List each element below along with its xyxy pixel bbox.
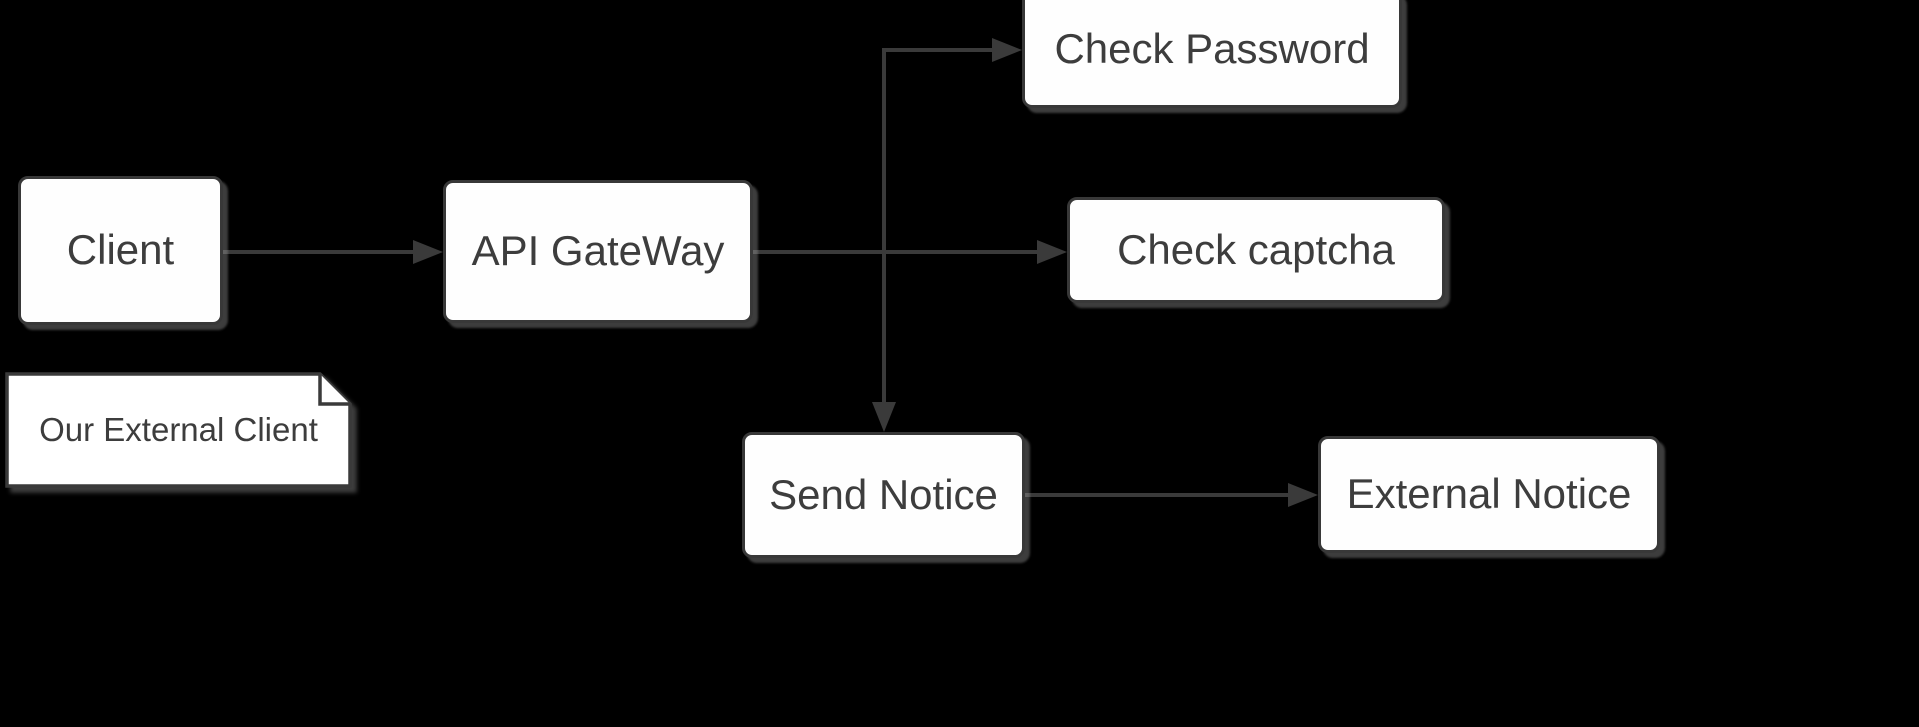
edge-line (753, 48, 992, 254)
note-shape[interactable] (5, 372, 352, 488)
node-api-gateway[interactable]: API GateWay (443, 180, 753, 323)
edge-send-notice-to-external-notice (1025, 483, 1318, 507)
node-check-captcha[interactable]: Check captcha (1067, 197, 1445, 303)
arrowhead-icon (413, 240, 443, 264)
node-label: Check Password (1054, 24, 1370, 72)
edge-api-gateway-to-send-notice (872, 252, 896, 432)
edge-client-to-api-gateway (223, 240, 443, 264)
node-label: Check captcha (1117, 225, 1395, 273)
note-body (5, 372, 352, 488)
arrowhead-icon (872, 402, 896, 432)
arrowhead-icon (992, 38, 1022, 62)
node-send-notice[interactable]: Send Notice (742, 432, 1025, 558)
node-label: External Notice (1346, 470, 1632, 518)
node-external-notice[interactable]: External Notice (1318, 436, 1660, 553)
arrowhead-icon (1288, 483, 1318, 507)
node-client[interactable]: Client (18, 176, 223, 325)
edge-api-gateway-to-check-password (753, 38, 1022, 254)
node-check-password[interactable]: Check Password (1022, 0, 1402, 108)
arrowhead-icon (1037, 240, 1067, 264)
node-label: Client (66, 226, 175, 274)
node-label: API GateWay (471, 227, 725, 275)
note-label: Our External Client (39, 411, 318, 448)
node-label: Send Notice (769, 470, 998, 518)
note-folded-corner-icon (318, 374, 350, 406)
